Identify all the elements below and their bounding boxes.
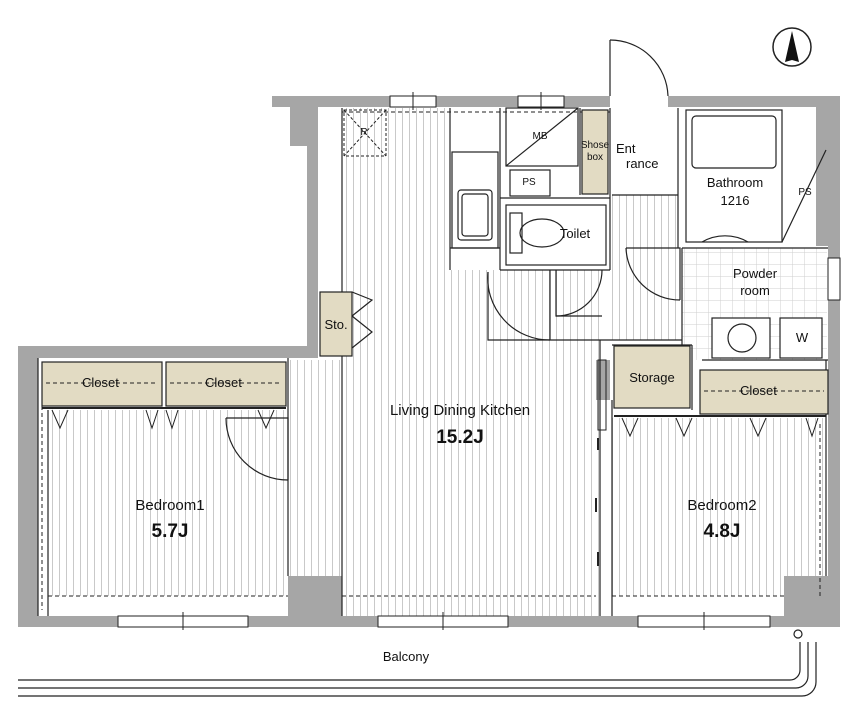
- shoe-box: [581, 109, 609, 195]
- mb-box: [505, 107, 579, 197]
- bedroom1-name: Bedroom1: [135, 497, 205, 514]
- bedroom2-size: 4.8J: [703, 521, 741, 542]
- ldk-name: Living Dining Kitchen: [389, 402, 531, 419]
- shoebox-line2: box: [586, 152, 604, 163]
- powder-fixtures: [711, 317, 823, 359]
- bedroom2-name: Bedroom2: [687, 497, 757, 514]
- r-label: R: [360, 127, 368, 138]
- closet-label-bed1-right: Closet: [205, 375, 242, 390]
- r-vent-box: [343, 109, 387, 157]
- walls: [18, 96, 840, 627]
- closet-label-bed1-left: Closet: [82, 375, 119, 390]
- bathroom-name: Bathroom: [706, 175, 764, 190]
- windows: [117, 92, 841, 630]
- north-arrow-icon: [772, 27, 812, 67]
- closet-label-bed2: Closet: [740, 383, 777, 398]
- floor-hatching: [48, 108, 826, 616]
- ps-label-toilet: PS: [522, 177, 536, 188]
- closet-doors: [42, 407, 826, 438]
- dashed-outlines: [41, 111, 821, 610]
- balcony-label: Balcony: [382, 649, 430, 664]
- bathtub: [685, 109, 827, 243]
- powder-room-line2: room: [740, 283, 770, 298]
- bathroom-size: 1216: [720, 193, 750, 208]
- toilet-fixture: [505, 204, 607, 266]
- entrance-line2: rance: [626, 156, 659, 171]
- washer-label: W: [795, 330, 809, 345]
- mb-label: MB: [532, 131, 548, 142]
- storage-label: Storage: [629, 370, 675, 385]
- entrance-line1: Ent: [616, 141, 636, 156]
- kitchen-counter: [451, 151, 499, 249]
- toilet-label: Toilet: [559, 226, 591, 241]
- balcony-railing: [18, 629, 817, 697]
- ps-label-bath: PS: [798, 187, 812, 198]
- sto-label: Sto.: [324, 317, 348, 332]
- shoebox-line1: Shose: [580, 140, 610, 151]
- storage-fills: [41, 291, 829, 415]
- door-swings: [225, 39, 749, 481]
- sliding-doors: [595, 359, 607, 566]
- powder-room-line1: Powder: [732, 266, 778, 281]
- bedroom1-size: 5.7J: [151, 521, 189, 542]
- closet-rails: [46, 382, 824, 392]
- ldk-size: 15.2J: [436, 427, 484, 448]
